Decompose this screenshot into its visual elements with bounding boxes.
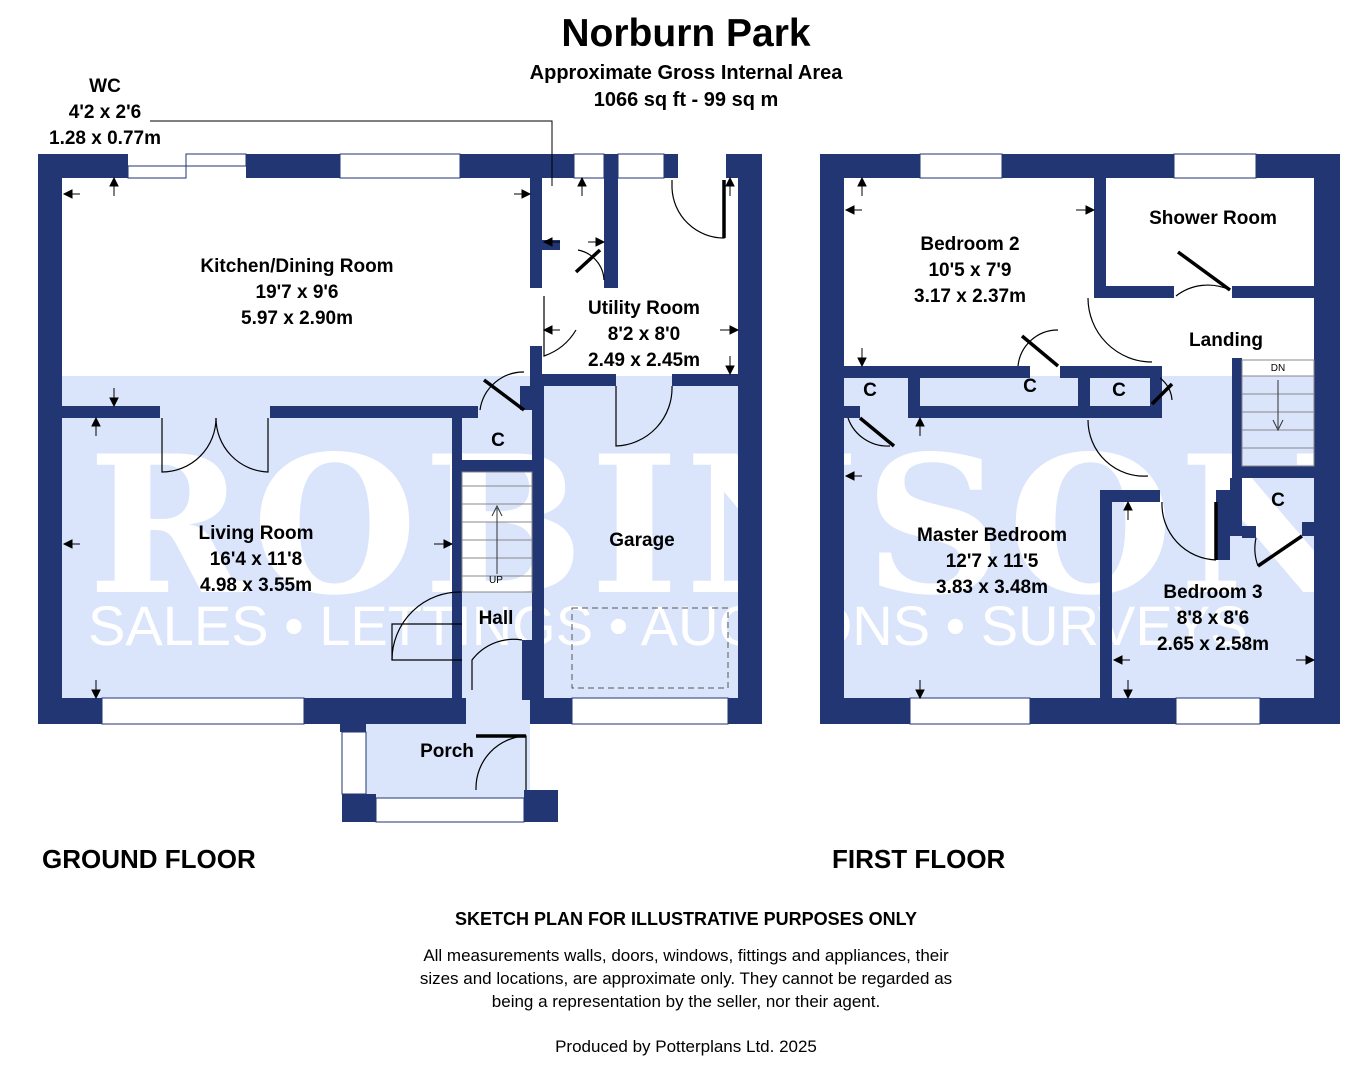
room-name: Utility Room [588,298,700,319]
area-heading: Approximate Gross Internal Area [529,62,843,84]
room-name: WC [89,76,121,97]
room-metric: 2.65 x 2.58m [1157,634,1269,655]
room-name: Bedroom 2 [920,234,1020,255]
room-imperial: 12'7 x 11'5 [945,551,1039,572]
room-metric: 4.98 x 3.55m [200,575,312,596]
dimension-arrows [62,176,1316,700]
ground-windows [101,153,729,823]
room-name: Bedroom 3 [1163,582,1263,603]
garage-door-outline [571,607,729,689]
room-imperial: 8'8 x 8'6 [1176,608,1250,629]
first-windows [909,153,1261,725]
room-label-landing: Landing [1189,328,1263,354]
room-metric: 2.49 x 2.45m [588,350,700,371]
room-label-porch: Porch [420,739,474,765]
plan-title: Norburn Park [561,12,811,55]
sketch-notice: SKETCH PLAN FOR ILLUSTRATIVE PURPOSES ON… [454,909,918,929]
room-imperial: 19'7 x 9'6 [255,282,339,303]
room-label-garage: Garage [609,528,674,554]
ground-floor-walls [38,154,762,822]
room-name: Kitchen/Dining Room [200,256,394,277]
door-swings [161,180,1259,790]
room-name: Landing [1189,330,1263,351]
cupboard-label: C [1023,376,1037,397]
room-name: Porch [420,741,474,762]
room-imperial: 10'5 x 7'9 [928,260,1012,281]
disclaimer-line: being a representation by the seller, no… [491,992,881,1011]
stairs-up-label: UP [489,575,503,586]
cupboard-label: C [863,380,877,401]
room-label-wc: WC 4'2 x 2'6 1.28 x 0.77m [49,74,161,152]
room-label-bedroom2: Bedroom 2 10'5 x 7'9 3.17 x 2.37m [914,232,1026,310]
stairs-first [1241,359,1315,467]
disclaimer-line: All measurements walls, doors, windows, … [423,946,949,965]
room-imperial: 8'2 x 8'0 [607,324,681,345]
room-metric: 5.97 x 2.90m [241,308,353,329]
watermark-brand: ROBINSONS [88,414,1372,637]
room-label-hall: Hall [479,606,514,632]
room-name: Shower Room [1149,208,1277,229]
room-label-kitchen: Kitchen/Dining Room 19'7 x 9'6 5.97 x 2.… [200,254,393,332]
producer-credit: Produced by Potterplans Ltd. 2025 [555,1037,817,1056]
stairs-ground [461,471,533,593]
room-metric: 1.28 x 0.77m [49,128,161,149]
room-label-shower: Shower Room [1149,206,1277,232]
room-imperial: 16'4 x 11'8 [209,549,303,570]
first-floor-walls [820,154,1340,724]
room-name: Living Room [198,523,314,544]
ground-floor-heading: GROUND FLOOR [42,844,256,874]
floor-tint [62,376,1314,798]
cupboard-label: C [1271,490,1285,511]
stairs-down-label: DN [1270,363,1286,374]
room-metric: 3.83 x 3.48m [936,577,1048,598]
room-label-living: Living Room 16'4 x 11'8 4.98 x 3.55m [198,521,313,599]
wc-leader-line [150,120,553,186]
room-name: Master Bedroom [917,525,1067,546]
watermark-tagline: SALES • LETTINGS • AUCTIONS • SURVEYS [88,594,1247,657]
cupboard-label: C [1112,380,1126,401]
watermark: ROBINSONS SALES • LETTINGS • AUCTIONS • … [88,414,1372,657]
first-floor-heading: FIRST FLOOR [832,844,1006,874]
room-metric: 3.17 x 2.37m [914,286,1026,307]
room-imperial: 4'2 x 2'6 [68,102,142,123]
room-name: Garage [609,530,675,551]
room-name: Hall [478,608,514,629]
door-leaves [476,180,1303,738]
room-label-utility: Utility Room 8'2 x 8'0 2.49 x 2.45m [588,296,700,374]
room-label-bedroom3: Bedroom 3 8'8 x 8'6 2.65 x 2.58m [1157,580,1269,658]
cupboard-label: C [491,430,505,451]
disclaimer-line: sizes and locations, are approximate onl… [419,969,953,988]
area-value: 1066 sq ft - 99 sq m [593,89,779,111]
room-label-master: Master Bedroom 12'7 x 11'5 3.83 x 3.48m [917,523,1067,601]
disclaimer: All measurements walls, doors, windows, … [0,944,1372,1013]
